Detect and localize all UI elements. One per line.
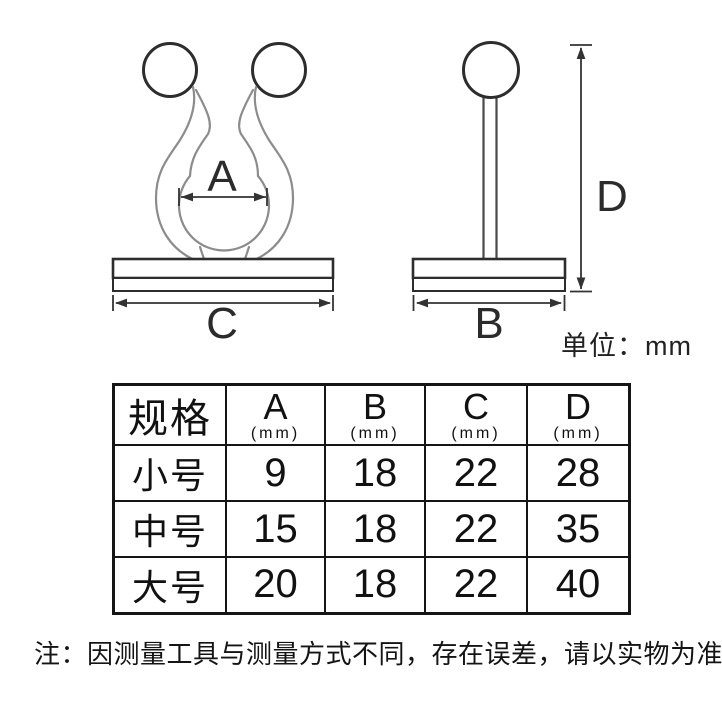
side-base-plate [411, 257, 567, 280]
table-cell: 15 [253, 506, 298, 551]
header-col-b-unit: (mm) [350, 424, 400, 442]
header-col-c: C [463, 385, 489, 427]
front-base-hatch-border [112, 277, 334, 292]
table-cell: 9 [264, 450, 287, 495]
header-col-c-unit: (mm) [451, 424, 501, 442]
table-cell: 28 [555, 450, 601, 495]
measurement-note: 注：因测量工具与测量方式不同，存在误差，请以实物为准 [34, 639, 722, 669]
table-row-medium: 中号 15 18 22 35 [112, 500, 631, 558]
table-cell: 22 [453, 506, 499, 551]
dim-label-d: D [596, 172, 628, 221]
dim-label-a: A [207, 152, 237, 201]
right-ball-shape [251, 42, 307, 98]
dimension-diagram: A C [111, 41, 628, 348]
spec-table-header-row: 规格 A (mm) B (mm) C (mm) D (mm) [112, 383, 631, 446]
clip-inner-outline [177, 88, 271, 252]
row-label: 中号 [131, 511, 208, 552]
clip-left-leg [198, 245, 206, 261]
front-view-drawing: A C [111, 42, 335, 348]
clip-outer-left-outline [154, 85, 199, 263]
spec-table: 规格 A (mm) B (mm) C (mm) D (mm) [112, 383, 631, 615]
clip-outer-right-outline [250, 85, 295, 263]
header-col-b: B [362, 385, 387, 427]
table-cell: 35 [555, 506, 601, 551]
dimension-a: A [178, 152, 268, 206]
header-col-a: A [263, 385, 288, 427]
table-row-large: 大号 20 18 22 40 [112, 556, 631, 614]
dim-label-c: C [206, 299, 238, 348]
header-col-d: D [565, 385, 591, 427]
table-cell: 20 [253, 562, 298, 607]
header-col-d-unit: (mm) [553, 424, 603, 442]
table-cell: 22 [453, 450, 499, 495]
dimension-c: C [112, 295, 334, 348]
dimension-d: D [570, 44, 628, 293]
row-label: 小号 [131, 455, 208, 496]
header-spec: 规格 [128, 397, 212, 441]
dim-label-b: B [474, 299, 503, 348]
side-view-drawing: B D [411, 41, 628, 348]
left-ball-shape [142, 42, 198, 98]
clip-right-leg [243, 245, 251, 261]
table-cell: 18 [352, 450, 398, 495]
dimension-b: B [412, 295, 566, 348]
side-ball-shape [462, 41, 520, 99]
table-cell: 18 [352, 562, 398, 607]
table-row-small: 小号 9 18 22 28 [112, 444, 631, 502]
table-cell: 40 [555, 562, 601, 607]
header-col-a-unit: (mm) [250, 424, 301, 442]
side-base-hatch-border [412, 277, 566, 292]
table-cell: 22 [453, 562, 499, 607]
row-label: 大号 [131, 566, 208, 608]
front-base-plate [111, 257, 335, 280]
table-cell: 18 [352, 506, 398, 551]
unit-label: 单位：mm [561, 331, 692, 361]
